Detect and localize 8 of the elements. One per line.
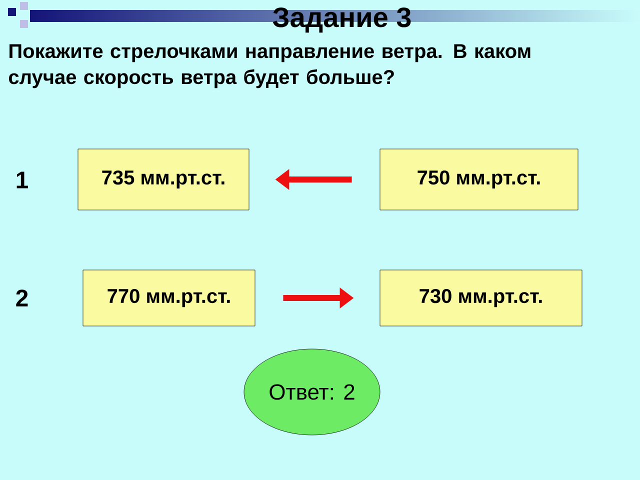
title: Задание 3 <box>272 7 411 33</box>
row-number: 1 <box>16 172 28 188</box>
pressure-box: 770 мм.рт.ст. <box>82 270 256 326</box>
row-number: 2 <box>16 290 28 306</box>
pressure-box: 735 мм.рт.ст. <box>78 148 250 210</box>
pressure-box: 750 мм.рт.ст. <box>380 148 578 210</box>
pressure-box: 730 мм.рт.ст. <box>380 270 582 326</box>
question-text: Покажите стрелочками направление ветра. В каком случае скорость ветра будет больше? <box>8 44 530 88</box>
